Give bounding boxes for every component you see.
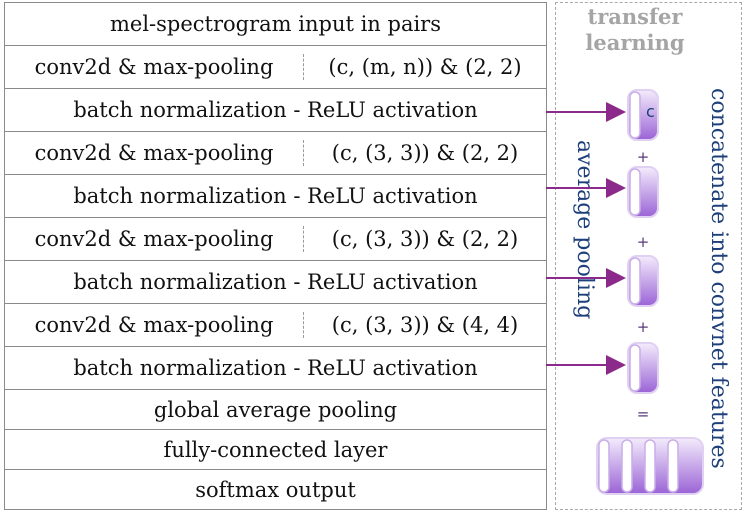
transfer-learning-panel [555,2,742,510]
plus-sign: + [636,233,650,251]
layer-global-avg-pool: global average pooling [5,390,546,430]
layer-conv-3: conv2d & max-pooling (c, (3, 3)) & (2, 2… [5,218,546,261]
layer-label: conv2d & max-pooling [34,313,274,337]
layer-conv-2: conv2d & max-pooling (c, (3, 3)) & (2, 2… [5,132,546,175]
layer-label: batch normalization - ReLU activation [73,356,478,380]
layer-softmax: softmax output [5,470,546,509]
title-line: transfer [587,4,683,29]
layer-label: softmax output [195,477,356,502]
cell-separator [303,312,304,338]
title-line: learning [585,30,685,55]
layer-params: (c, (3, 3)) & (2, 2) [331,227,519,251]
layer-params: (c, (m, n)) & (2, 2) [328,55,522,79]
feature-block-3 [627,255,659,307]
layer-bn-relu-3: batch normalization - ReLU activation [5,261,546,304]
layer-params: (c, (3, 3)) & (4, 4) [331,313,519,337]
layer-label: global average pooling [153,397,398,422]
plus-sign: + [636,318,650,336]
cell-separator [303,226,304,252]
feature-block-2 [627,166,659,218]
cell-separator [303,140,304,166]
layer-label: conv2d & max-pooling [34,227,274,251]
layer-label: mel-spectrogram input in pairs [109,12,441,36]
cell-separator [303,54,304,80]
plus-sign: + [636,148,650,166]
transfer-learning-title: transfer learning [560,4,710,56]
equals-sign: = [636,405,650,423]
concatenated-feature-block [596,437,704,495]
layer-label: batch normalization - ReLU activation [73,184,478,208]
layer-params: (c, (3, 3)) & (2, 2) [331,141,519,165]
feature-block-4 [627,342,659,394]
layer-bn-relu-1: batch normalization - ReLU activation [5,89,546,132]
layer-label: conv2d & max-pooling [34,141,274,165]
layer-label: batch normalization - ReLU activation [73,270,478,294]
layer-bn-relu-2: batch normalization - ReLU activation [5,175,546,218]
feature-block-1 [627,89,659,141]
network-layer-table: mel-spectrogram input in pairs conv2d & … [4,2,547,510]
layer-bn-relu-4: batch normalization - ReLU activation [5,347,546,390]
layer-label: conv2d & max-pooling [34,55,274,79]
layer-fully-connected: fully-connected layer [5,430,546,470]
channel-label: c [646,102,655,121]
layer-conv-1: conv2d & max-pooling (c, (m, n)) & (2, 2… [5,46,546,89]
layer-input: mel-spectrogram input in pairs [5,3,546,46]
layer-label: batch normalization - ReLU activation [73,98,478,122]
layer-conv-4: conv2d & max-pooling (c, (3, 3)) & (4, 4… [5,304,546,347]
layer-label: fully-connected layer [163,437,388,462]
